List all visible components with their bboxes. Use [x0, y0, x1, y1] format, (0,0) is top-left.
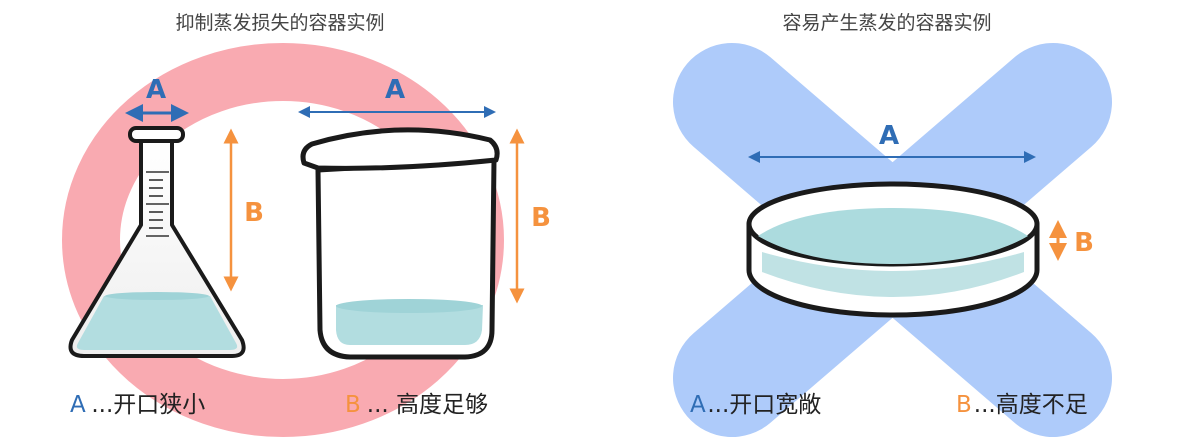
caption-a-text: ...开口狭小: [91, 392, 205, 418]
flask-label-b: B: [244, 198, 264, 228]
caption-a-text: ...开口宽敞: [707, 392, 821, 418]
left-caption-a: A...开口狭小: [70, 392, 205, 418]
caption-b-letter: B: [345, 392, 361, 418]
right-panel: 容易产生蒸发的容器实例 A B A...开口宽敞 B...高度不足: [673, 12, 1112, 437]
caption-a-letter: A: [690, 392, 706, 418]
caption-b-text: ... 高度足够: [367, 392, 488, 418]
flask-label-a: A: [146, 75, 166, 105]
left-panel: 抑制蒸发损失的容器实例 A B A: [62, 12, 551, 437]
beaker-label-a: A: [385, 75, 405, 105]
dish-label-a: A: [879, 121, 899, 151]
petri-dish-icon: [746, 181, 1040, 318]
beaker-label-b: B: [531, 203, 551, 233]
left-title: 抑制蒸发损失的容器实例: [175, 12, 384, 34]
right-title: 容易产生蒸发的容器实例: [782, 12, 991, 34]
left-caption-b: B... 高度足够: [345, 392, 488, 418]
dish-label-b: B: [1074, 228, 1094, 258]
right-caption-b: B...高度不足: [956, 392, 1088, 418]
beaker-icon: [300, 127, 500, 360]
caption-a-letter: A: [70, 392, 86, 418]
right-caption-a: A...开口宽敞: [690, 392, 821, 418]
erlenmeyer-flask-icon: [68, 126, 246, 358]
caption-b-text: ...高度不足: [974, 392, 1088, 418]
caption-b-letter: B: [956, 392, 972, 418]
